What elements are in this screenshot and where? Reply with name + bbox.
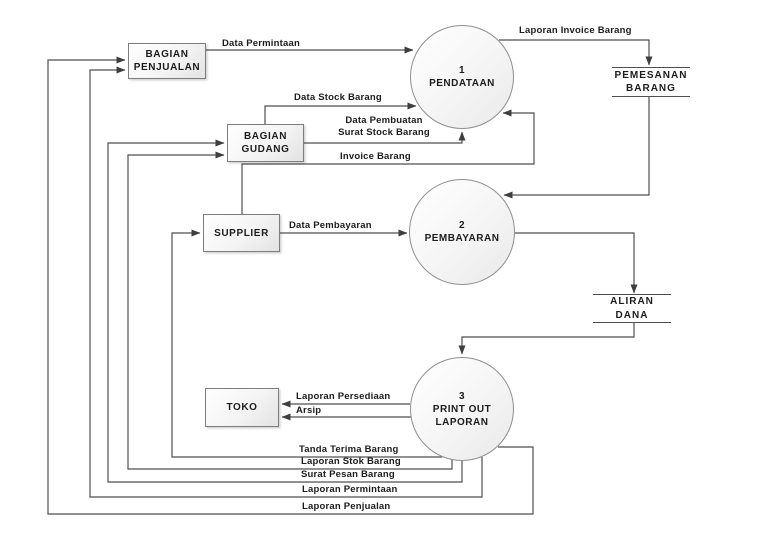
flow-label-laporan-invoice-barang: Laporan Invoice Barang <box>519 25 632 36</box>
flow-line-laporan-permintaan <box>89 66 483 498</box>
store-aliran-dana: ALIRAN DANA <box>593 294 671 323</box>
flow-line-data-pembuatan-surat-stock-barang <box>304 131 466 144</box>
entity-bagian-gudang-label-line2: GUDANG <box>241 144 290 155</box>
flow-label-data-pembuatan-line2: Surat Stock Barang <box>338 127 430 138</box>
entity-toko-label: TOKO <box>226 402 258 413</box>
flow-label-laporan-penjualan: Laporan Penjualan <box>302 501 391 512</box>
flow-label-laporan-persediaan: Laporan Persediaan <box>296 391 391 402</box>
store-pemesanan-barang: PEMESANAN BARANG <box>612 67 690 97</box>
store-pemesanan-barang-label-line1: PEMESANAN <box>614 69 688 81</box>
entity-bagian-gudang: BAGIAN GUDANG <box>227 124 304 162</box>
flow-line-p2-to-aliran-dana <box>515 232 638 294</box>
process-1-name: PENDATAAN <box>429 78 495 89</box>
entity-supplier-label: SUPPLIER <box>214 227 269 239</box>
flow-label-data-pembuatan-line1: Data Pembuatan <box>345 115 423 126</box>
flow-label-data-permintaan: Data Permintaan <box>222 38 300 49</box>
flow-line-surat-pesan-barang <box>107 139 463 483</box>
entity-toko: TOKO <box>205 388 279 427</box>
flow-label-data-pembayaran: Data Pembayaran <box>289 220 372 231</box>
flow-label-laporan-stok-barang: Laporan Stok Barang <box>301 456 401 467</box>
flow-line-aliran-dana-to-p3 <box>458 323 635 355</box>
flow-label-laporan-permintaan: Laporan Permintaan <box>302 484 398 495</box>
flow-line-laporan-invoice-barang <box>499 39 653 66</box>
flow-line-tanda-terima-barang <box>171 229 442 458</box>
flow-label-invoice-barang: Invoice Barang <box>340 151 411 162</box>
flow-label-data-stock-barang: Data Stock Barang <box>294 92 382 103</box>
process-3-print-out-laporan: 3 PRINT OUT LAPORAN <box>410 357 514 461</box>
process-1-number: 1 <box>458 65 466 76</box>
entity-bagian-penjualan-label-line2: PENJUALAN <box>133 62 201 73</box>
process-3-number: 3 <box>458 390 466 402</box>
flow-line-invoice-barang <box>241 109 535 214</box>
flow-label-tanda-terima-barang: Tanda Terima Barang <box>299 444 399 455</box>
process-2-pembayaran: 2 PEMBAYARAN <box>409 179 515 285</box>
flow-label-data-pembuatan-surat-stock-barang: Data Pembuatan Surat Stock Barang <box>330 115 438 139</box>
flow-line-laporan-stok-barang <box>127 151 453 470</box>
store-aliran-dana-label: ALIRAN DANA <box>610 296 654 321</box>
process-2-number: 2 <box>458 220 466 231</box>
process-3-name-line2: LAPORAN <box>435 416 489 428</box>
entity-supplier: SUPPLIER <box>203 214 280 252</box>
process-2-name: PEMBAYARAN <box>424 233 500 244</box>
entity-bagian-gudang-label-line1: BAGIAN <box>243 131 288 142</box>
flow-label-arsip: Arsip <box>296 405 322 416</box>
entity-bagian-penjualan: BAGIAN PENJUALAN <box>128 43 206 79</box>
entity-bagian-penjualan-label-line1: BAGIAN <box>145 49 189 60</box>
flow-label-surat-pesan-barang: Surat Pesan Barang <box>301 469 395 480</box>
store-pemesanan-barang-label-line2: BARANG <box>626 83 676 94</box>
process-1-pendataan: 1 PENDATAAN <box>410 25 514 129</box>
flow-line-laporan-penjualan <box>47 56 534 515</box>
process-3-name-line1: PRINT OUT <box>432 403 492 415</box>
flow-line-data-stock-barang <box>264 102 417 124</box>
flow-line-pemesanan-to-p2 <box>503 97 650 199</box>
